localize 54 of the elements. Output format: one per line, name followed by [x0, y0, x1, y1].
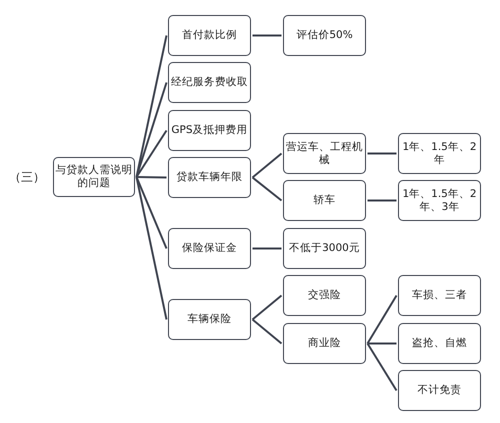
connector-line [136, 82, 168, 178]
topic-box [168, 15, 251, 56]
topic-label: 不低于3000元 [289, 242, 360, 255]
connector-line [136, 176, 168, 320]
topic-box [283, 15, 366, 56]
topic-label: 盗抢、自燃 [412, 337, 467, 350]
topic-label: 首付款比例 [182, 29, 237, 42]
topic-box [398, 275, 481, 316]
topic-label: 1年、1.5年、2年、3年 [401, 188, 478, 214]
topic-label: 1年、1.5年、2年 [401, 140, 478, 166]
topic-label: 交强险 [308, 289, 341, 302]
connector-line [252, 318, 282, 344]
connector-line [252, 152, 282, 178]
connector-line [366, 294, 398, 344]
topic-label: 车损、三者 [412, 289, 467, 302]
topic-box [398, 323, 481, 364]
connector-line [136, 35, 168, 178]
connector-line [368, 152, 396, 154]
topic-label: 商业险 [308, 337, 341, 350]
connector-line [136, 176, 167, 178]
connector-line [368, 200, 396, 202]
topic-box [168, 299, 251, 340]
topic-box [283, 180, 366, 221]
topic-box [168, 157, 251, 198]
topic-label: 保险保证金 [182, 242, 237, 255]
topic-box [168, 110, 251, 151]
connector-line [252, 176, 282, 202]
topic-box [168, 62, 251, 103]
connector-line [136, 130, 168, 178]
topic-box [283, 323, 366, 364]
connector-line [368, 342, 396, 344]
topic-box [398, 133, 481, 174]
topic-label: 与贷款人需说明的问题 [55, 164, 133, 190]
topic-label: 车辆保险 [188, 313, 232, 326]
topic-box [283, 133, 366, 174]
section-number: （三） [9, 170, 45, 184]
connector-line [252, 294, 282, 320]
topic-box [398, 370, 481, 411]
topic-label: 贷款车辆年限 [176, 171, 242, 184]
topic-box [168, 228, 251, 269]
topic-box [398, 180, 481, 221]
topic-label: 评估价50% [296, 29, 353, 42]
connector-line [252, 248, 282, 250]
topic-label: 轿车 [314, 194, 336, 207]
topic-label: GPS及抵押费用 [171, 124, 248, 137]
connector-line [252, 34, 282, 36]
topic-box [283, 275, 366, 316]
topic-label: 不计免责 [418, 384, 462, 397]
connector-line [136, 176, 168, 249]
topic-box [283, 228, 366, 269]
topic-box [53, 157, 135, 197]
topic-label: 营运车、工程机械 [285, 140, 364, 166]
topic-label: 经纪服务费收取 [171, 76, 248, 89]
connector-line [366, 342, 398, 392]
